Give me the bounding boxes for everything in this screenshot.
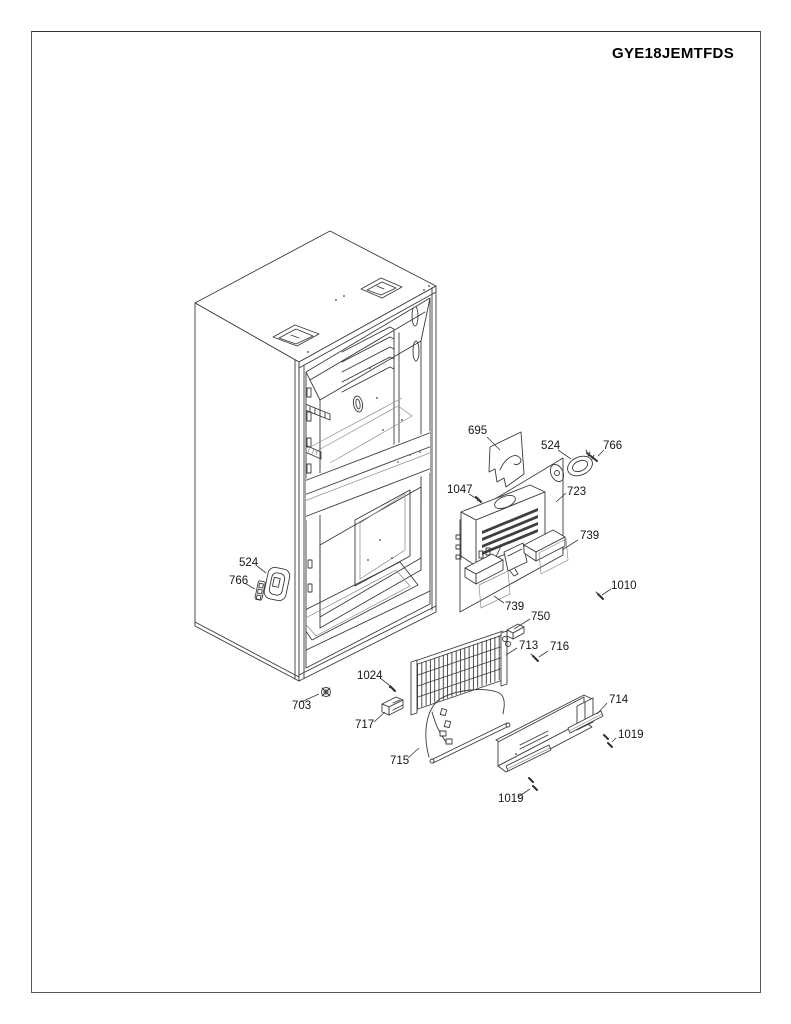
part-766-bracket-left <box>254 580 266 601</box>
part-739-label-sticker-upper <box>538 538 569 575</box>
part-label-739-lower: 739 <box>505 601 525 613</box>
part-label-695: 695 <box>468 425 488 437</box>
part-750-block <box>506 623 525 640</box>
part-label-723: 723 <box>567 486 587 498</box>
part-703-nut <box>321 687 331 697</box>
part-label-766-left: 766 <box>229 575 249 587</box>
part-label-739-upper: 739 <box>580 530 600 542</box>
louver-slats <box>482 508 538 555</box>
floor-pan <box>306 561 430 653</box>
part-label-1024: 1024 <box>357 670 383 682</box>
part-label-715: 715 <box>390 755 410 767</box>
part-label-703: 703 <box>292 700 312 712</box>
part-label-713: 713 <box>519 640 539 652</box>
part-label-717: 717 <box>355 719 375 731</box>
part-739-label-sticker-lower <box>478 570 511 609</box>
part-label-766-top: 766 <box>603 440 623 452</box>
hinge-plate-left <box>272 324 320 347</box>
bracket-rail-right <box>567 710 604 734</box>
bracket-rail-left <box>505 744 552 772</box>
cabinet-left-panel <box>194 302 300 682</box>
divider-shelf <box>306 427 430 523</box>
cabinet-interior <box>306 298 430 653</box>
part-label-524-left: 524 <box>239 557 259 569</box>
part-label-750: 750 <box>531 611 551 623</box>
vent-grille <box>306 443 322 460</box>
part-717-connector <box>381 696 404 716</box>
part-label-524-top: 524 <box>541 440 561 452</box>
part-716-screw <box>530 653 539 662</box>
page-border <box>31 31 761 993</box>
part-label-1047: 1047 <box>447 484 473 496</box>
fan-shroud <box>460 484 546 567</box>
louver-vents <box>341 326 395 393</box>
part-1010-screw <box>595 591 604 600</box>
part-label-1010: 1010 <box>611 580 637 592</box>
part-714-bracket <box>495 694 604 773</box>
evaporator-harness <box>431 711 453 745</box>
part-524-grommet-top <box>567 455 593 477</box>
cabinet <box>194 230 437 697</box>
part-label-716: 716 <box>550 641 570 653</box>
hinge-plate-right <box>360 277 403 299</box>
freezer-cavity <box>306 486 430 653</box>
leader-lines <box>245 436 617 798</box>
part-713-evaporator <box>410 630 511 745</box>
part-label-1019-bottom: 1019 <box>498 793 524 805</box>
model-number: GYE18JEMTFDS <box>612 45 734 62</box>
part-739-damper-lower <box>464 553 504 585</box>
part-766-screw-top <box>585 449 598 462</box>
part-label-714: 714 <box>609 694 629 706</box>
part-524-plate-left <box>263 566 291 602</box>
part-1019-screws-right <box>603 734 613 748</box>
part-label-1019-right: 1019 <box>618 729 644 741</box>
fridge-left-wall-details <box>306 387 413 474</box>
part-1019-screws-bottom <box>528 777 538 791</box>
part-715-drain-heater <box>425 689 511 764</box>
